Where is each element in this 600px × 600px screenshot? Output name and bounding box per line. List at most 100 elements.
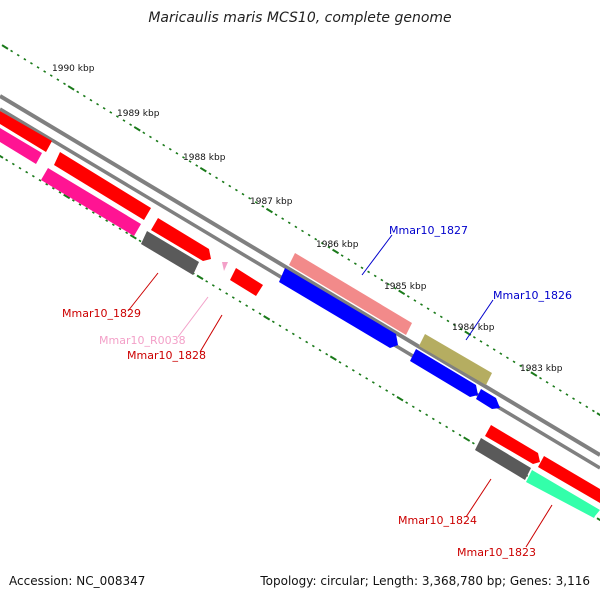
minor-tick xyxy=(305,340,309,344)
minor-tick xyxy=(281,217,285,221)
minor-tick xyxy=(314,237,318,241)
gene-red-mmar10-1829-upper[interactable] xyxy=(151,218,211,261)
major-tick xyxy=(1,44,9,50)
gene-red-mmar10-1828[interactable] xyxy=(230,268,263,296)
minor-tick xyxy=(254,201,258,204)
minor-tick xyxy=(298,336,302,340)
outer-tick-track xyxy=(1,44,600,417)
minor-tick xyxy=(327,246,331,249)
minor-tick xyxy=(552,385,556,388)
minor-tick xyxy=(251,308,255,311)
gene-gray-mmar10-1829[interactable] xyxy=(141,231,199,275)
minor-tick xyxy=(406,295,410,298)
minor-tick xyxy=(353,262,357,266)
minor-tick xyxy=(16,53,20,57)
minor-tick xyxy=(215,176,218,180)
minor-tick xyxy=(105,219,109,223)
minor-tick xyxy=(285,328,289,332)
minor-tick xyxy=(23,57,27,61)
minor-tick xyxy=(225,292,229,295)
minor-tick xyxy=(261,205,265,208)
minor-tick xyxy=(10,49,14,53)
minor-tick xyxy=(545,380,549,384)
minor-tick xyxy=(451,429,455,433)
minor-tick xyxy=(56,78,60,82)
minor-tick xyxy=(162,143,166,147)
gene-red-right-edge[interactable] xyxy=(538,456,600,503)
minor-tick xyxy=(221,180,225,184)
major-tick xyxy=(129,234,137,240)
leader-lines xyxy=(127,234,553,548)
minor-tick xyxy=(271,320,275,324)
minor-tick xyxy=(138,239,142,243)
minor-tick xyxy=(241,192,245,196)
minor-tick xyxy=(591,409,595,413)
minor-tick xyxy=(572,397,575,400)
gene-label-mmar10-1826[interactable]: Mmar10_1826 xyxy=(493,289,572,302)
minor-tick xyxy=(351,369,355,372)
gene-blue-mmar10-1827[interactable] xyxy=(279,268,398,348)
minor-tick xyxy=(486,344,490,347)
minor-tick xyxy=(238,300,242,303)
gene-label-mmar10-1827[interactable]: Mmar10_1827 xyxy=(389,224,468,237)
gene-olive-mmar10-1826[interactable] xyxy=(419,334,492,385)
gene-label-mmar10-1828[interactable]: Mmar10_1828 xyxy=(127,349,206,362)
minor-tick xyxy=(506,356,509,360)
major-tick xyxy=(67,85,75,91)
gene-gray-mmar10-1824[interactable] xyxy=(475,438,531,480)
gene-red-mmar10-1830[interactable] xyxy=(54,152,151,220)
minor-tick xyxy=(340,254,344,257)
gene-magenta-mmar10-1831[interactable] xyxy=(41,168,141,236)
gene-label-mmar10-1824[interactable]: Mmar10_1824 xyxy=(398,514,477,527)
minor-tick xyxy=(325,352,329,356)
gene-magenta-top[interactable] xyxy=(0,128,42,164)
major-tick xyxy=(332,248,340,255)
minor-tick xyxy=(96,102,99,106)
minor-tick xyxy=(188,160,192,163)
minor-tick xyxy=(347,258,351,261)
gene-red-top-left[interactable] xyxy=(0,111,52,152)
minor-tick xyxy=(459,327,463,331)
gene-label-mmar10-r0038[interactable]: Mmar10_R0038 xyxy=(99,334,186,347)
minor-tick xyxy=(248,196,252,200)
gene-blue-small[interactable] xyxy=(476,389,500,409)
minor-tick xyxy=(38,178,42,182)
minor-tick xyxy=(175,151,179,155)
minor-tick xyxy=(31,174,35,178)
topology-summary: Topology: circular; Length: 3,368,780 bp… xyxy=(260,574,590,588)
minor-tick xyxy=(71,199,75,202)
minor-tick xyxy=(76,90,80,94)
gene-salmon-mmar10-1827[interactable] xyxy=(289,253,412,335)
gene-pink-mmar10-r0038[interactable] xyxy=(222,262,228,271)
minor-tick xyxy=(385,389,389,392)
minor-tick xyxy=(231,296,235,299)
minor-tick xyxy=(380,278,384,282)
major-tick xyxy=(133,126,141,132)
major-tick xyxy=(463,436,471,442)
minor-tick xyxy=(311,344,315,348)
minor-tick xyxy=(168,147,172,151)
minor-tick xyxy=(391,393,395,396)
minor-tick xyxy=(387,282,390,286)
gene-red-mmar10-1825[interactable] xyxy=(485,425,540,464)
minor-tick xyxy=(291,332,295,336)
minor-tick xyxy=(294,225,298,229)
minor-tick xyxy=(371,381,375,384)
minor-tick xyxy=(499,352,503,355)
gene-teal-mmar10-1823[interactable] xyxy=(526,470,600,518)
gene-label-mmar10-1823[interactable]: Mmar10_1823 xyxy=(457,546,536,559)
minor-tick xyxy=(5,158,9,162)
minor-tick xyxy=(30,62,33,65)
major-tick xyxy=(329,355,337,361)
minor-tick xyxy=(345,365,349,368)
minor-tick xyxy=(472,335,476,339)
minor-tick xyxy=(453,323,456,327)
gene-label-mmar10-1829[interactable]: Mmar10_1829 xyxy=(62,307,141,320)
minor-tick xyxy=(358,373,362,376)
gene-blue-mmar10-1826[interactable] xyxy=(410,349,478,397)
minor-tick xyxy=(439,315,443,319)
minor-tick xyxy=(420,303,423,306)
minor-tick xyxy=(149,135,152,139)
minor-tick xyxy=(525,368,529,372)
minor-tick xyxy=(195,164,199,167)
